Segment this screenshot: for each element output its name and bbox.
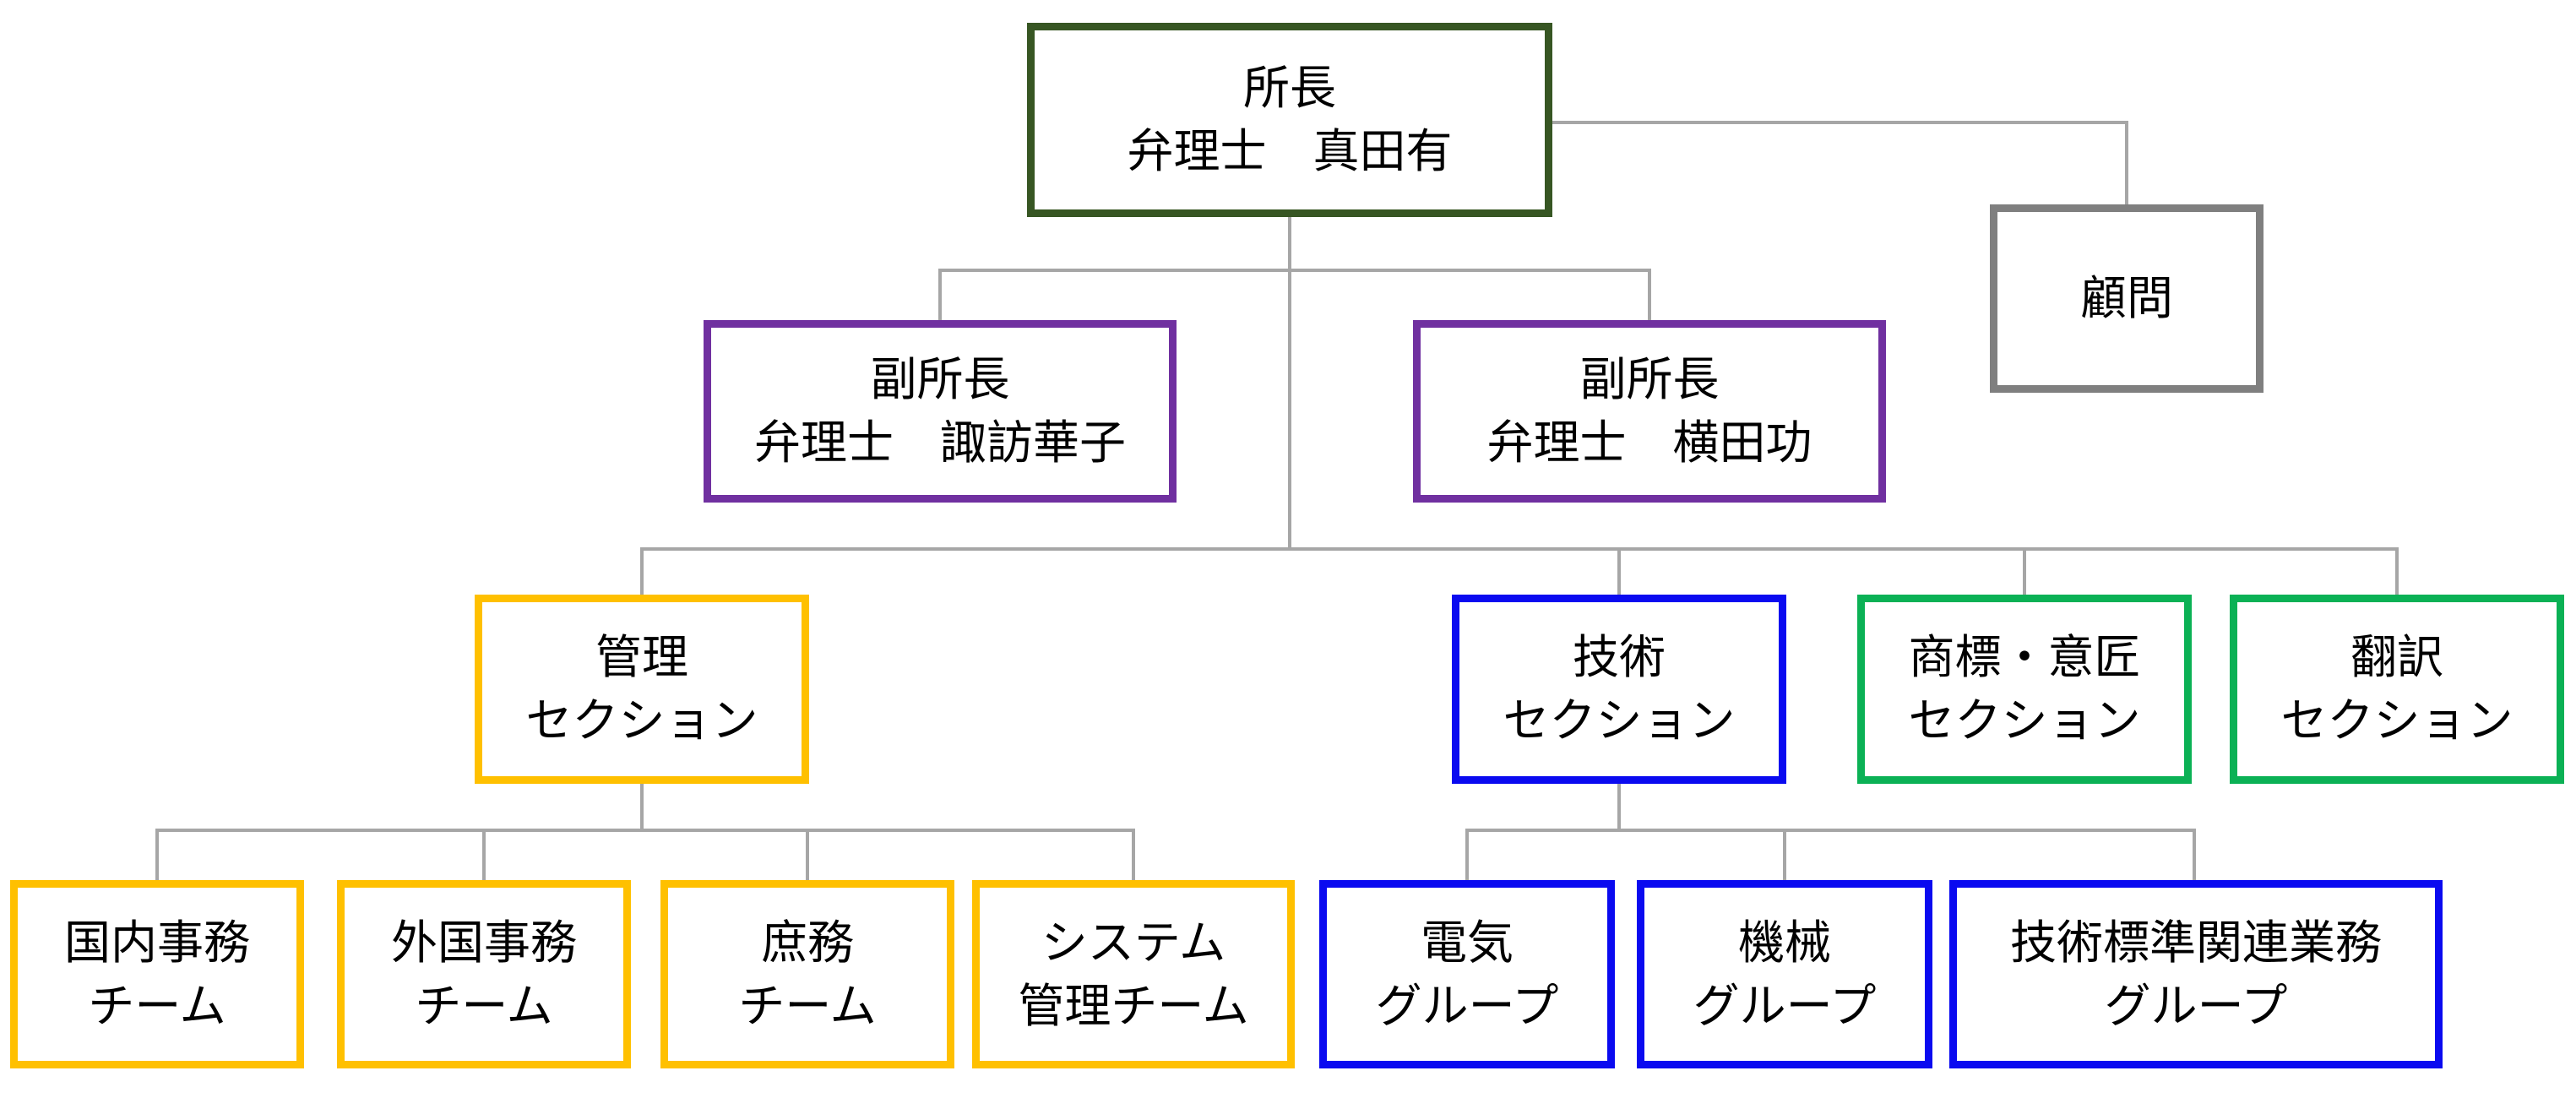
node-team-system: システム 管理チーム bbox=[972, 880, 1295, 1068]
node-section-tech-line1: 技術 bbox=[1572, 631, 1666, 684]
node-deputy-left: 副所長 弁理士 諏訪華子 bbox=[704, 320, 1177, 503]
connector-team-domestic-drop bbox=[155, 829, 159, 880]
node-deputy-left-name: 弁理士 諏訪華子 bbox=[753, 416, 1126, 469]
connector-group-bus bbox=[1465, 829, 2196, 832]
connector-advisor-horizontal bbox=[1552, 121, 2125, 124]
node-section-trademark-line2: セクション bbox=[1908, 694, 2141, 747]
connector-deputy-bus bbox=[938, 269, 1651, 272]
connector-group-mechanical-drop bbox=[1783, 829, 1786, 880]
node-deputy-right-title: 副所長 bbox=[1579, 353, 1720, 406]
node-advisor: 顧問 bbox=[1990, 204, 2264, 393]
node-group-standards: 技術標準関連業務 グループ bbox=[1949, 880, 2443, 1068]
node-section-tech: 技術 セクション bbox=[1452, 595, 1786, 784]
connector-team-general-drop bbox=[806, 829, 809, 880]
connector-section-bus bbox=[640, 547, 2399, 551]
node-team-domestic-line1: 国内事務 bbox=[63, 916, 250, 969]
connector-team-system-drop bbox=[1132, 829, 1135, 880]
node-team-domestic: 国内事務 チーム bbox=[10, 880, 304, 1068]
connector-section-trademark-drop bbox=[2023, 547, 2026, 595]
node-group-mechanical: 機械 グループ bbox=[1637, 880, 1932, 1068]
node-team-foreign-line2: チーム bbox=[415, 979, 553, 1032]
node-section-translation: 翻訳 セクション bbox=[2230, 595, 2564, 784]
node-deputy-right: 副所長 弁理士 横田功 bbox=[1413, 320, 1886, 503]
connector-tech-trunk bbox=[1617, 784, 1621, 830]
node-group-standards-line1: 技術標準関連業務 bbox=[2009, 916, 2382, 969]
node-team-general-line2: チーム bbox=[738, 979, 877, 1032]
node-team-system-line2: 管理チーム bbox=[1018, 979, 1249, 1032]
node-deputy-right-name: 弁理士 横田功 bbox=[1486, 416, 1812, 469]
connector-group-electric-drop bbox=[1465, 829, 1469, 880]
node-section-translation-line1: 翻訳 bbox=[2350, 631, 2443, 684]
node-team-domestic-line2: チーム bbox=[88, 979, 226, 1032]
node-group-standards-line2: グループ bbox=[2104, 979, 2288, 1032]
node-team-general-line1: 庶務 bbox=[760, 916, 854, 969]
node-team-foreign: 外国事務 チーム bbox=[337, 880, 631, 1068]
node-section-trademark: 商標・意匠 セクション bbox=[1857, 595, 2192, 784]
node-section-translation-line2: セクション bbox=[2280, 694, 2514, 747]
node-group-electric-line1: 電気 bbox=[1420, 916, 1514, 969]
node-advisor-title: 顧問 bbox=[2079, 272, 2173, 325]
connector-group-standards-drop bbox=[2193, 829, 2196, 880]
node-director-name: 弁理士 真田有 bbox=[1127, 125, 1453, 177]
connector-section-tech-drop bbox=[1617, 547, 1621, 595]
connector-deputy-right-drop bbox=[1648, 269, 1651, 320]
node-section-admin-line1: 管理 bbox=[595, 631, 688, 684]
node-team-system-line1: システム bbox=[1041, 916, 1226, 969]
node-deputy-left-title: 副所長 bbox=[870, 353, 1010, 406]
node-section-admin: 管理 セクション bbox=[475, 595, 809, 784]
node-team-foreign-line1: 外国事務 bbox=[390, 916, 577, 969]
connector-section-translation-drop bbox=[2395, 547, 2399, 595]
node-group-electric: 電気 グループ bbox=[1319, 880, 1615, 1068]
node-director: 所長 弁理士 真田有 bbox=[1027, 23, 1552, 217]
node-team-general: 庶務 チーム bbox=[660, 880, 954, 1068]
node-director-title: 所長 bbox=[1242, 62, 1336, 115]
node-group-mechanical-line1: 機械 bbox=[1737, 916, 1831, 969]
connector-admin-trunk bbox=[640, 784, 644, 830]
connector-section-admin-drop bbox=[640, 547, 644, 595]
connector-advisor-drop bbox=[2125, 121, 2128, 204]
connector-team-bus bbox=[155, 829, 1135, 832]
node-group-electric-line2: グループ bbox=[1375, 979, 1559, 1032]
node-section-admin-line2: セクション bbox=[525, 694, 758, 747]
connector-deputy-left-drop bbox=[938, 269, 942, 320]
connector-director-trunk bbox=[1288, 217, 1291, 547]
connector-team-foreign-drop bbox=[482, 829, 486, 880]
node-section-tech-line2: セクション bbox=[1503, 694, 1736, 747]
node-group-mechanical-line2: グループ bbox=[1693, 979, 1877, 1032]
node-section-trademark-line1: 商標・意匠 bbox=[1908, 631, 2141, 684]
